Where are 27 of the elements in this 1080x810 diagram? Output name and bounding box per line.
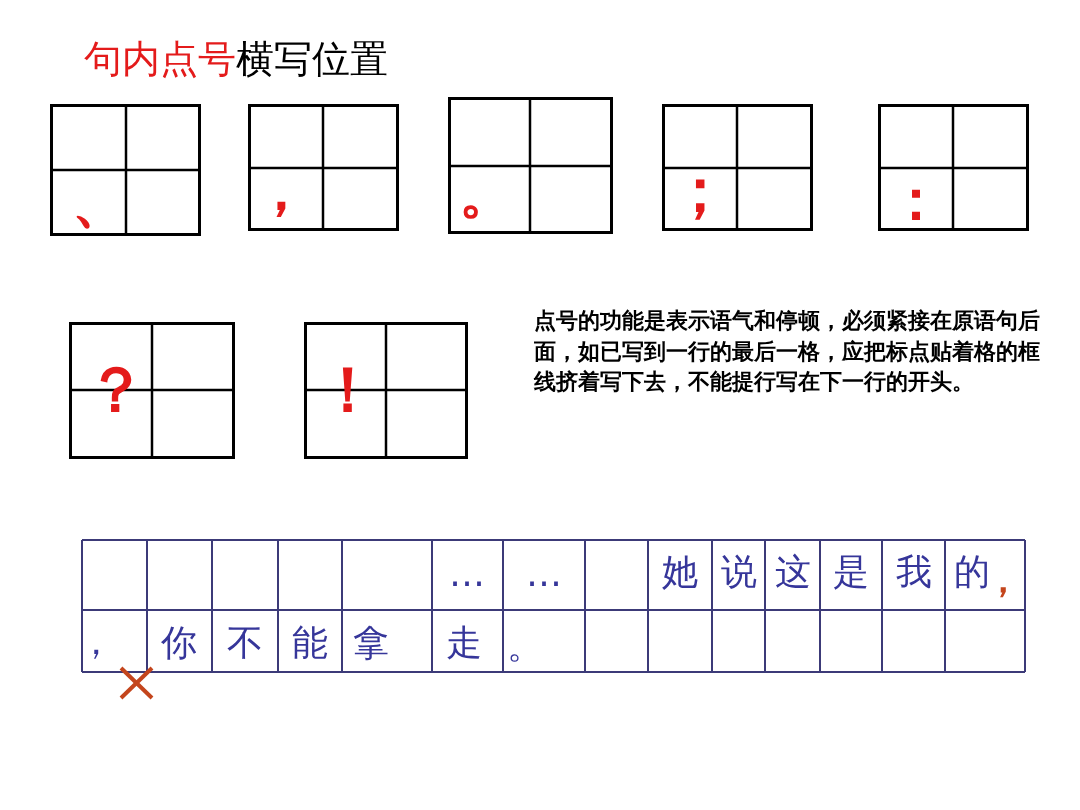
writing-grid-box (878, 104, 1029, 231)
grid-character: 这 (774, 552, 812, 592)
title: 句内点号横写位置 (84, 36, 388, 82)
grid-character: 是 (832, 552, 870, 592)
punctuation-mark: 。 (458, 163, 516, 223)
grid-character: 走 (445, 623, 483, 663)
grid-character: 能 (291, 623, 329, 663)
grid-character: 她 (661, 552, 699, 592)
writing-grid-box (248, 104, 399, 231)
grid-character: … (448, 554, 486, 594)
grid-character: 不 (226, 623, 264, 663)
punctuation-mark: ， (252, 160, 310, 220)
writing-grid-box (50, 104, 201, 236)
grid-character: 拿 (352, 623, 390, 663)
grid-character: ， (77, 622, 115, 662)
explanation-text: 点号的功能是表示语气和停顿，必须紧接在原语句后面，如已写到一行的最后一格，应把标点贴着格的框线挤着写下去，不能提行写在下一行的开头。 (534, 307, 1041, 396)
punctuation-mark: ； (670, 160, 730, 220)
writing-grid-box (662, 104, 813, 231)
grid-character: … (525, 554, 563, 594)
writing-grid-box (448, 97, 613, 234)
grid-character: 我 (895, 552, 933, 592)
grid-character: 。 (506, 626, 544, 666)
grid-character: 说 (720, 552, 758, 592)
punctuation-mark: 、 (71, 172, 129, 232)
grid-character: 的 (953, 552, 991, 592)
punctuation-mark: ： (887, 170, 945, 230)
grid-character: 你 (160, 623, 198, 663)
